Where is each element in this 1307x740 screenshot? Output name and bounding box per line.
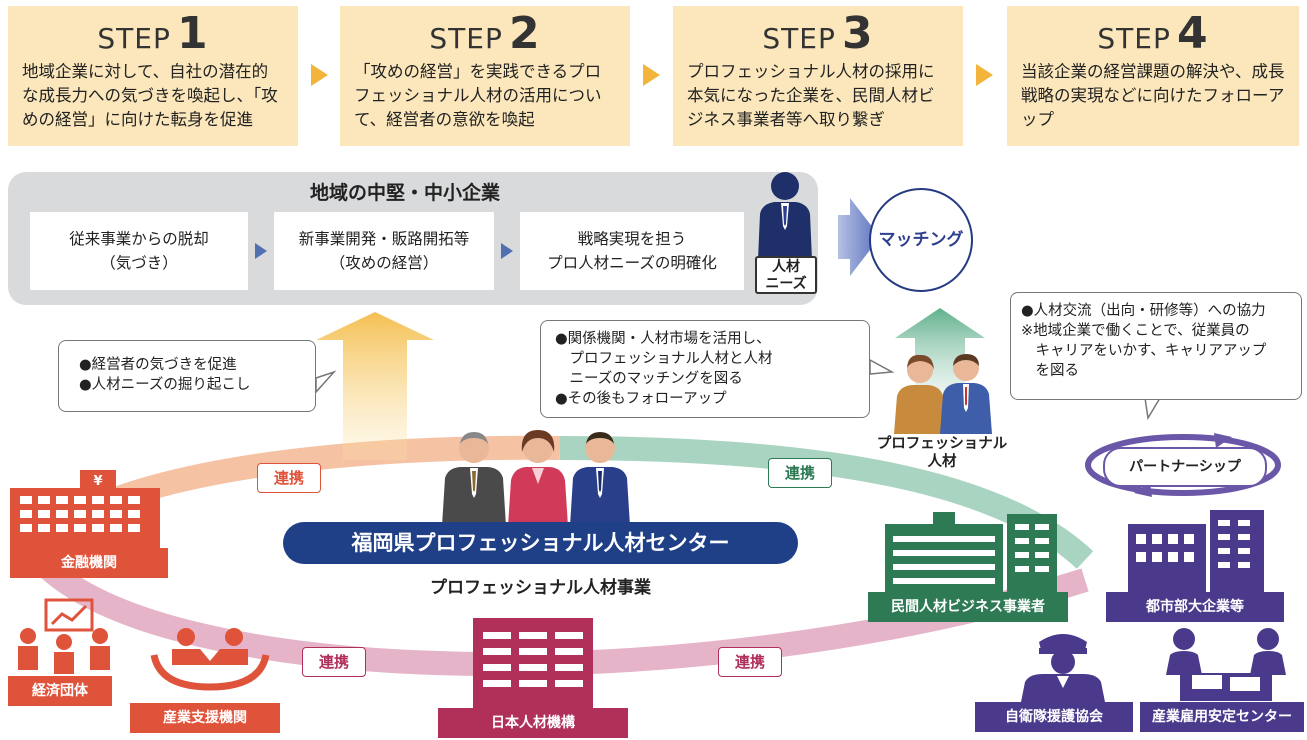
callout-line: ニーズのマッチングを図る	[555, 371, 743, 387]
step-word: STEP	[1097, 22, 1171, 55]
yen-mark: ¥	[93, 474, 102, 489]
econ-label: 経済団体	[8, 676, 112, 706]
step-word: STEP	[97, 22, 171, 55]
industry-support-label: 産業支援機関	[130, 703, 280, 733]
businessman-icon	[758, 172, 812, 260]
step-number: 1	[176, 8, 209, 59]
handshake-icon	[150, 628, 270, 691]
callout-right: ●人材交流（出向・研修等）への協力 ※地域企業で働くことで、従業員の キャリアを…	[1010, 292, 1302, 400]
step-text: プロフェッショナル人材の採用に本気になった企業を、民間人材ビジネス事業者等へ取り…	[687, 62, 935, 129]
callout-line: ※地域企業で働くことで、従業員の	[1021, 323, 1250, 339]
step-arrow	[643, 64, 660, 86]
callout-left: ●経営者の気づきを促進 ●人材ニーズの掘り起こし	[58, 340, 316, 412]
meeting-icon	[1166, 628, 1286, 701]
callout-line: ●人材ニーズの掘り起こし	[79, 377, 251, 393]
renkei-label: 連携	[768, 458, 832, 488]
step-3-box: STEP 3 プロフェッショナル人材の採用に本気になった企業を、民間人材ビジネス…	[673, 6, 963, 146]
center-banner: 福岡県プロフェッショナル人材センター	[283, 522, 798, 564]
step-2-box: STEP 2 「攻めの経営」を実践できるプロフェッショナル人材の活用について、経…	[340, 6, 630, 146]
ring-pink	[31, 551, 1089, 677]
callout-middle: ●関係機関・人材市場を活用し、 プロフェッショナル人材と人材 ニーズのマッチング…	[540, 320, 870, 418]
region-title: 地域の中堅・中小企業	[309, 182, 500, 204]
finance-label: 金融機関	[10, 548, 168, 578]
economic-group-icon	[18, 598, 110, 674]
step-1-box: STEP 1 地域企業に対して、自社の潜在的な成長力への気づきを喚起し、「攻めの…	[8, 6, 298, 146]
professionals-icon	[894, 354, 992, 434]
process-arrow	[255, 243, 267, 259]
private-hr-label: 民間人材ビジネス事業者	[868, 592, 1068, 622]
process-box-2: 新事業開発・販路開拓等 （攻めの経営）	[274, 212, 494, 290]
callout-line: ●人材交流（出向・研修等）への協力	[1021, 303, 1266, 319]
callout-line: プロフェッショナル人材と人材	[555, 351, 773, 367]
partnership-label: パートナーシップ	[1103, 447, 1267, 487]
process-line: （気づき）	[100, 254, 178, 272]
renkei-label: 連携	[257, 463, 321, 493]
process-line: （攻めの経営）	[329, 254, 439, 272]
callout-line: ●経営者の気づきを促進	[79, 357, 237, 373]
professional-label: プロフェッショナル 人材	[876, 436, 1008, 470]
needs-label: 人材 ニーズ	[755, 256, 817, 294]
callout-line: ●関係機関・人材市場を活用し、	[555, 331, 771, 347]
step-text: 当該企業の経営課題の解決や、成長戦略の実現などに向けたフォローアップ	[1021, 62, 1285, 129]
renkei-label: 連携	[302, 647, 366, 677]
step-word: STEP	[429, 22, 503, 55]
process-box-1: 従来事業からの脱却 （気づき）	[30, 212, 248, 290]
employment-center-label: 産業雇用安定センター	[1140, 702, 1304, 732]
jhr-building-icon	[473, 618, 593, 710]
big-corp-label: 都市部大企業等	[1106, 592, 1284, 622]
step-word: STEP	[762, 22, 836, 55]
jhr-label: 日本人材機構	[438, 708, 628, 738]
callout-line: キャリアをいかす、キャリアアップ	[1021, 343, 1267, 359]
step-number: 4	[1176, 8, 1209, 59]
step-text: 「攻めの経営」を実践できるプロフェッショナル人材の活用について、経営者の意欲を喚…	[354, 62, 602, 129]
step-number: 3	[841, 8, 874, 59]
step-4-box: STEP 4 当該企業の経営課題の解決や、成長戦略の実現などに向けたフォローアッ…	[1007, 6, 1299, 146]
step-arrow	[976, 64, 993, 86]
right-arrow	[838, 198, 880, 276]
center-staff-icon	[442, 430, 630, 526]
officer-icon	[1021, 634, 1105, 702]
process-line: 新事業開発・販路開拓等	[298, 230, 470, 248]
callout-line: を図る	[1021, 363, 1079, 379]
step-text: 地域企業に対して、自社の潜在的な成長力への気づきを喚起し、「攻めの経営」に向けた…	[22, 62, 278, 129]
private-hr-building-icon	[885, 512, 1057, 592]
process-box-3: 戦略実現を担う プロ人材ニーズの明確化	[520, 212, 744, 290]
process-arrow	[501, 243, 513, 259]
callout-line: ●その後もフォローアップ	[555, 391, 727, 407]
matching-circle: マッチング	[869, 188, 973, 292]
process-line: 戦略実現を担う	[577, 230, 687, 248]
sdf-label: 自衛隊援護協会	[975, 702, 1133, 732]
big-corp-building-icon	[1128, 510, 1264, 592]
process-line: 従来事業からの脱却	[69, 230, 209, 248]
partnership-ring	[1085, 434, 1281, 496]
bank-building-icon: ¥	[10, 470, 160, 550]
process-line: プロ人材ニーズの明確化	[547, 254, 717, 272]
up-arrow-yellow	[316, 312, 434, 460]
step-arrow	[311, 64, 328, 86]
step-number: 2	[508, 8, 541, 59]
center-subtitle: プロフェッショナル人材事業	[430, 578, 651, 598]
renkei-label: 連携	[718, 647, 782, 677]
